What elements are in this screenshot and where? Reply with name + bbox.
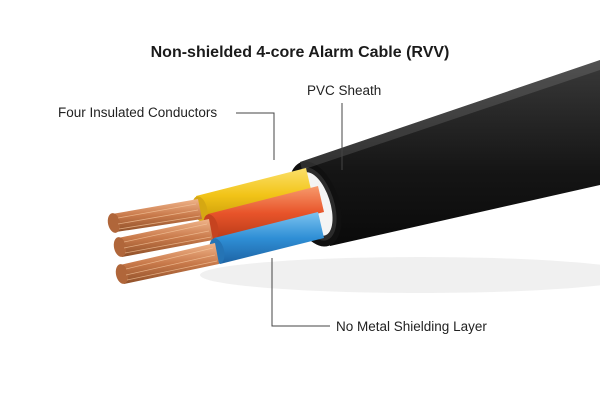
label-four-insulated-conductors: Four Insulated Conductors: [58, 105, 218, 120]
copper-strands-bottom: [115, 243, 219, 284]
cable-shadow: [200, 257, 600, 293]
label-pvc-sheath: PVC Sheath: [307, 83, 382, 98]
callout-line-conductors: [236, 112, 275, 160]
blue-insulated-conductor: [115, 212, 324, 284]
diagram-title: Non-shielded 4-core Alarm Cable (RVV): [150, 44, 450, 61]
callout-line-shielding: [271, 258, 330, 327]
label-no-metal-shielding: No Metal Shielding Layer: [336, 319, 487, 334]
copper-strands-middle: [113, 219, 213, 257]
yellow-insulated-conductor: [107, 168, 312, 233]
red-insulated-conductor: [113, 186, 324, 257]
copper-strands-top: [107, 199, 202, 233]
